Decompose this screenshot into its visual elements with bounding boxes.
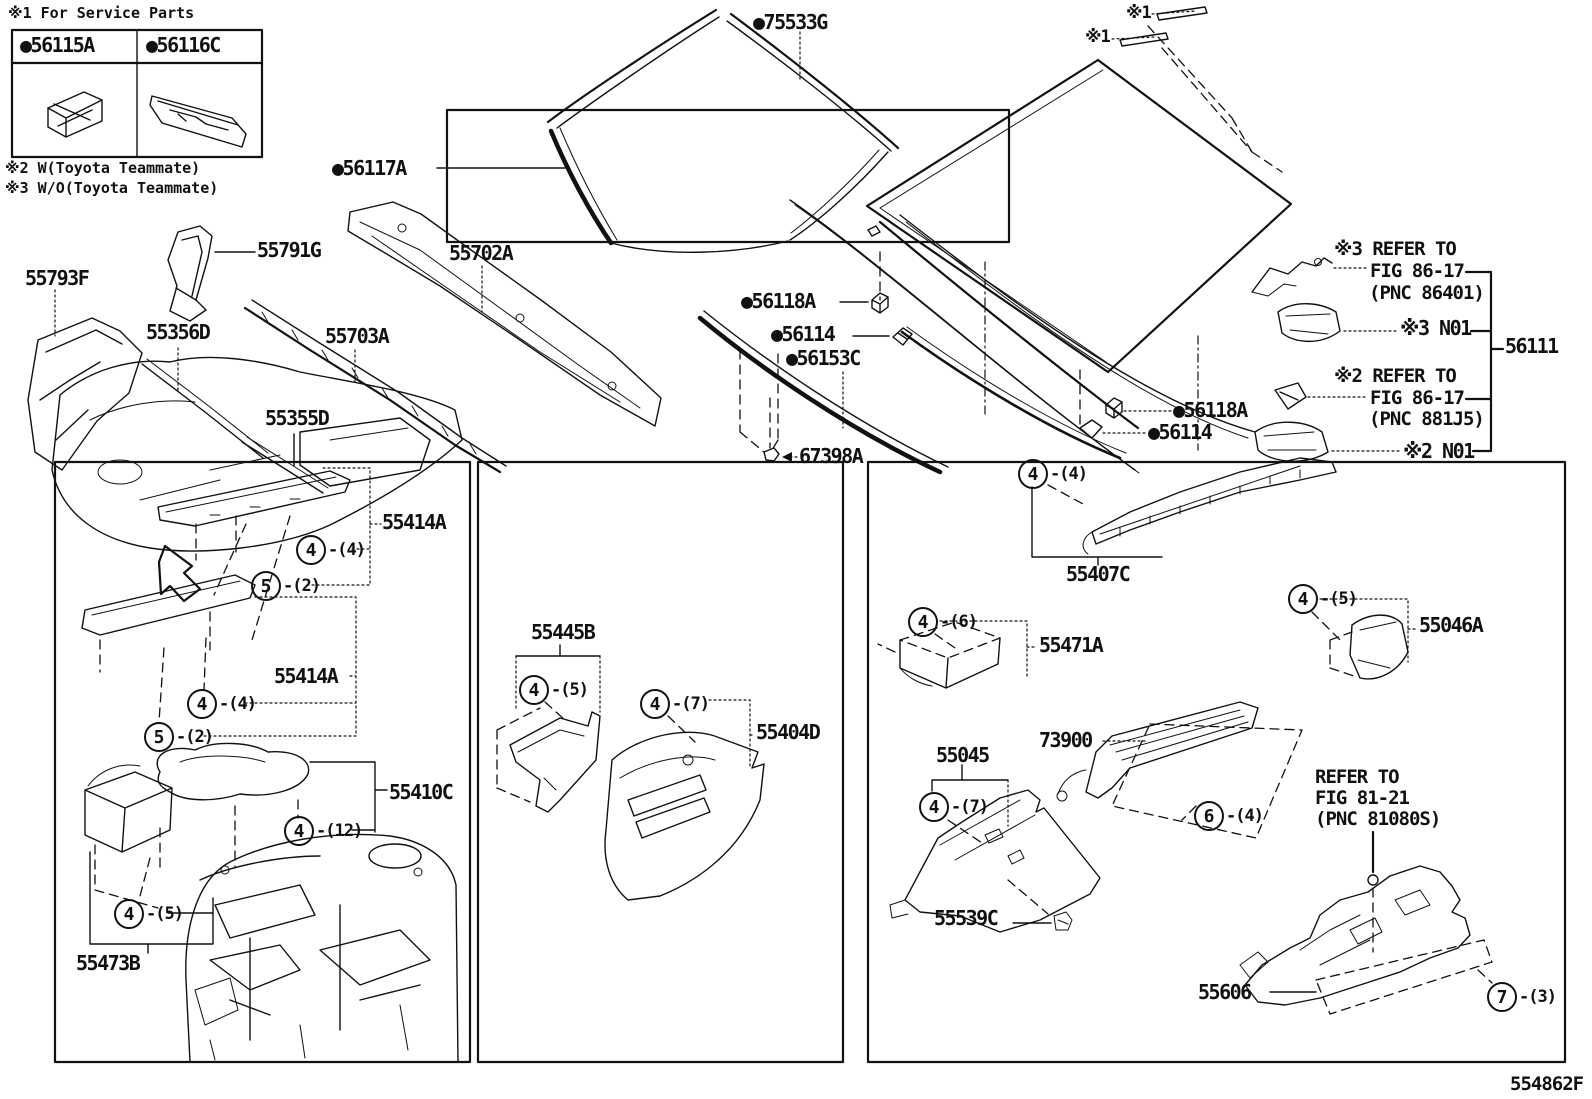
part-label-55356D: 55356D: [146, 320, 211, 344]
legend-part-56115A: ●56115A: [20, 33, 95, 57]
fastener-badge-4x5-55445B: 4-(5): [519, 675, 589, 705]
leader-lines: [54, 10, 1418, 993]
part-label-55793F: 55793F: [25, 266, 90, 290]
panel-boxes: [53, 460, 1567, 1064]
fastener-badge-4x4-55407C: 4-(4): [1018, 459, 1088, 489]
cowl-parts: [27, 201, 662, 552]
legend-part-56116C: ●56116C: [146, 33, 221, 57]
part-label-56114-left: ●56114: [771, 322, 836, 346]
fastener-badge-4x5-55046A: 4-(5): [1288, 584, 1358, 614]
part-label-55791G: 55791G: [257, 238, 322, 262]
panel2-parts: [496, 701, 765, 901]
panel1-parts: [81, 470, 459, 1063]
part-label-55702A: 55702A: [449, 241, 514, 265]
ref-mark-1a: ※1: [1126, 3, 1152, 23]
fastener-badge-4x4-55414A-1: 4-(4): [296, 535, 366, 565]
part-label-55404D: 55404D: [756, 720, 821, 744]
part-label-67398A: 67398A: [799, 444, 864, 468]
part-label-56117A: ●56117A: [332, 156, 407, 180]
part-label-55407C: 55407C: [1066, 562, 1131, 586]
callout-ref2-line2: FIG 86-17: [1370, 387, 1465, 409]
callout-ref2-line3: (PNC 881J5): [1369, 408, 1485, 430]
panel3-parts: [877, 457, 1493, 1015]
callout-ref3-line3: (PNC 86401): [1369, 282, 1485, 304]
part-label-73900: 73900: [1039, 728, 1093, 752]
callout-parts-right: [1251, 257, 1341, 462]
callout-ref81-line2: FIG 81-21: [1315, 787, 1410, 809]
ref-mark-1b: ※1: [1085, 27, 1111, 47]
fastener-badge-4x5-55473B: 4-(5): [114, 899, 184, 929]
part-label-55445B: 55445B: [531, 620, 596, 644]
fastener-badge-4x4-55414A-2: 4-(4): [187, 689, 257, 719]
part-label-56153C: ●56153C: [786, 346, 861, 370]
part-label-55539C: 55539C: [934, 906, 999, 930]
fastener-badge-4x12-55410C: 4-(12): [284, 816, 363, 846]
lower-moldings: [697, 199, 1140, 475]
part-label-55045: 55045: [936, 743, 990, 767]
windshield-a-detail-box: [436, 108, 1011, 244]
fastener-badge-4x7-55045: 4-(7): [919, 792, 989, 822]
fastener-badge-5x2-55414A-1: 5-(2): [251, 571, 321, 601]
note-with-teammate: ※2 W(Toyota Teammate): [5, 159, 201, 177]
part-label-55414A-2: 55414A: [274, 664, 339, 688]
part-label-55046A: 55046A: [1419, 613, 1484, 637]
note-without-teammate: ※3 W/O(Toyota Teammate): [5, 179, 219, 197]
diagram-code: 554862F: [1510, 1073, 1584, 1095]
part-label-55473B: 55473B: [76, 951, 141, 975]
fastener-badge-5x2-55414A-2: 5-(2): [144, 722, 214, 752]
part-label-55703A: 55703A: [325, 324, 390, 348]
fastener-badge-4x6-55471A: 4-(6): [908, 607, 978, 637]
fastener-badge-4x7-55404D: 4-(7): [640, 689, 710, 719]
bracket-56111: [1464, 270, 1505, 453]
callout-ref81-line1: REFER TO: [1315, 766, 1400, 788]
part-label-55355D: 55355D: [265, 406, 330, 430]
callout-ref2-n01: ※2 N01: [1403, 439, 1475, 463]
part-label-75533G: ●75533G: [753, 10, 828, 34]
part-label-55471A: 55471A: [1039, 633, 1104, 657]
part-label-56118A-right: ●56118A: [1173, 398, 1248, 422]
part-label-56114-right: ●56114: [1148, 420, 1213, 444]
callout-ref3-line1: ※3 REFER TO: [1334, 238, 1457, 260]
callout-ref2-line1: ※2 REFER TO: [1334, 365, 1457, 387]
note-service-parts: ※1 For Service Parts: [8, 4, 195, 22]
part-label-55414A-1: 55414A: [382, 510, 447, 534]
callout-ref3-line2: FIG 86-17: [1370, 260, 1465, 282]
windshield-front: [546, 8, 900, 253]
fastener-badge-6x4-73900: 6-(4): [1194, 801, 1264, 831]
part-label-56118A-left: ●56118A: [741, 289, 816, 313]
part-label-55410C: 55410C: [389, 780, 454, 804]
legend-table: [10, 28, 264, 159]
callout-ref81-line3: (PNC 81080S): [1315, 808, 1441, 830]
part-label-55606: 55606: [1198, 980, 1252, 1004]
callout-ref3-n01: ※3 N01: [1400, 316, 1472, 340]
windshield-rear-hood: [865, 6, 1293, 460]
part-label-56111: 56111: [1505, 334, 1559, 358]
fastener-badge-7x3-55606: 7-(3): [1487, 982, 1557, 1012]
